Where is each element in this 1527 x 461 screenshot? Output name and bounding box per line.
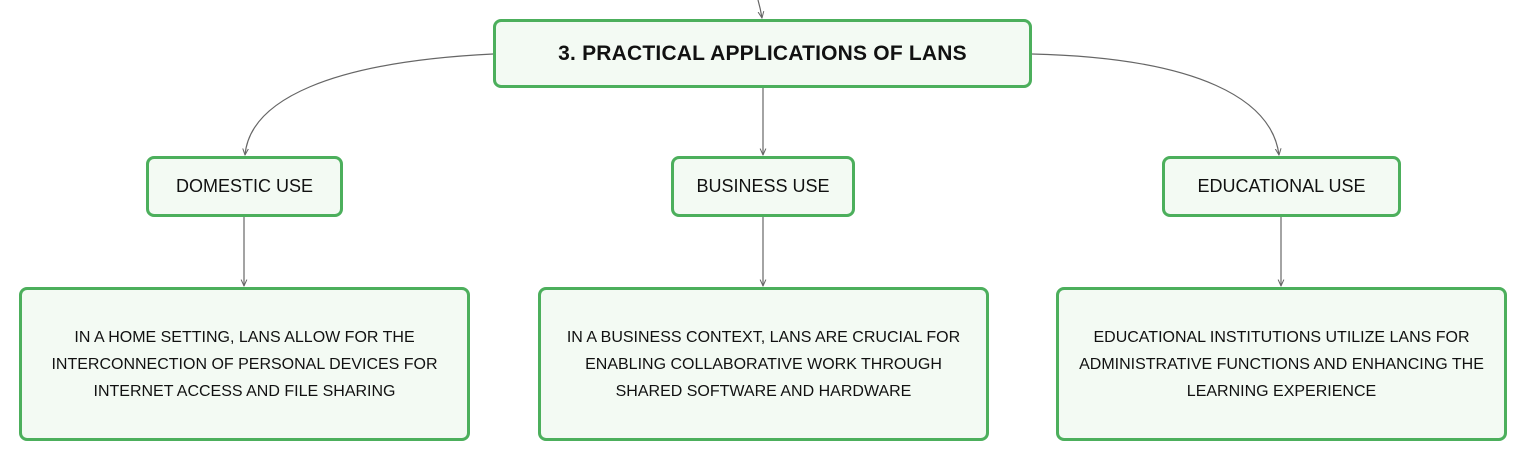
branch-node-label: EDUCATIONAL USE [1197, 176, 1366, 196]
branch-node-domestic-use[interactable]: DOMESTIC USE [146, 156, 343, 217]
branch-node-label: DOMESTIC USE [175, 176, 313, 196]
detail-node-educational-use[interactable]: EDUCATIONAL INSTITUTIONS UTILIZE LANS FO… [1056, 287, 1507, 441]
root-node[interactable]: 3. PRACTICAL APPLICATIONS OF LANS [493, 19, 1032, 88]
detail-node-text: IN A BUSINESS CONTEXT, LANS ARE CRUCIAL … [566, 328, 961, 400]
branch-node-label: BUSINESS USE [696, 176, 830, 196]
detail-node-domestic-use[interactable]: IN A HOME SETTING, LANS ALLOW FOR THE IN… [19, 287, 470, 441]
branch-node-business-use[interactable]: BUSINESS USE [671, 156, 855, 217]
detail-node-text: EDUCATIONAL INSTITUTIONS UTILIZE LANS FO… [1079, 328, 1484, 400]
connector-root-domestic [245, 53, 494, 155]
detail-node-text: IN A HOME SETTING, LANS ALLOW FOR THE IN… [51, 328, 438, 400]
branch-node-educational-use[interactable]: EDUCATIONAL USE [1162, 156, 1401, 217]
root-node-label: 3. PRACTICAL APPLICATIONS OF LANS [558, 41, 967, 65]
detail-node-business-use[interactable]: IN A BUSINESS CONTEXT, LANS ARE CRUCIAL … [538, 287, 989, 441]
parent-connector [757, 0, 762, 18]
connector-root-educational [1031, 53, 1279, 155]
